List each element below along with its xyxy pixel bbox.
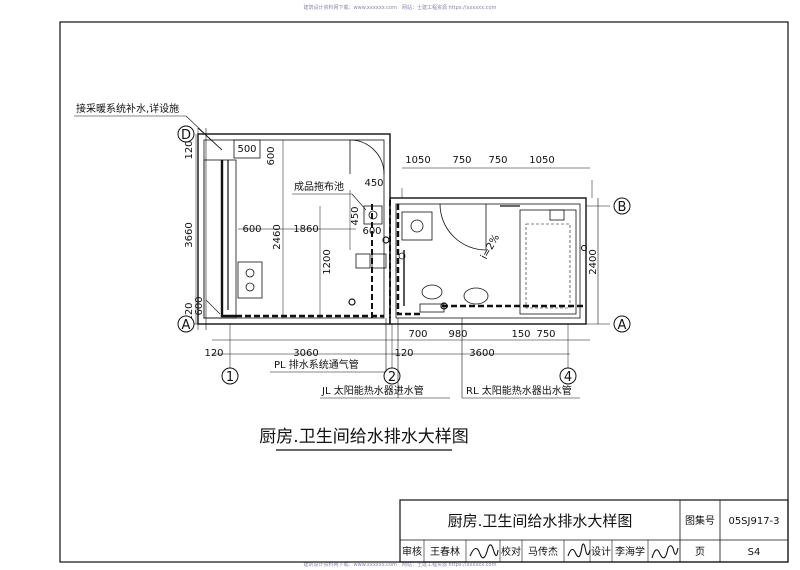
sheet-border bbox=[59, 21, 789, 563]
title-block-title: 厨房.卫生间给水排水大样图 bbox=[448, 512, 633, 530]
dim-top-600: 600 bbox=[266, 146, 277, 165]
kitchen-pipes bbox=[197, 127, 391, 318]
atlas-label: 图集号 bbox=[685, 514, 715, 527]
dim-d-2460: 2460 bbox=[272, 224, 283, 249]
dim-top-1050b: 1050 bbox=[529, 155, 554, 166]
label-slope: i=2% bbox=[479, 233, 502, 262]
dim-bot-3600: 3600 bbox=[469, 348, 494, 359]
review-signature bbox=[469, 544, 499, 559]
design-signature bbox=[651, 545, 679, 559]
grid-axis-a-right: A bbox=[618, 318, 627, 333]
page-label: 页 bbox=[695, 546, 705, 558]
review-name: 王春林 bbox=[430, 545, 460, 558]
label-rl-pipe: RL 太阳能热水器出水管 bbox=[466, 384, 572, 397]
dim-d-450a: 450 bbox=[350, 206, 361, 225]
signatures bbox=[469, 543, 679, 559]
leader-lines bbox=[74, 115, 580, 399]
dim-d-1860: 1860 bbox=[293, 224, 318, 235]
atlas-number: 05SJ917-3 bbox=[728, 516, 779, 527]
label-makeup-water: 接采暖系统补水,详设施 bbox=[76, 102, 179, 115]
dim-bot-150: 150 bbox=[511, 329, 530, 340]
check-signature bbox=[567, 543, 591, 558]
grid-axis-1: 1 bbox=[226, 370, 234, 385]
grid-axis-d: D bbox=[181, 128, 191, 143]
watermark-bottom: 建筑设计资料网下载：www.xxxxxx.com 网站：土建工程资源 https… bbox=[304, 561, 497, 568]
label-mop-pool: 成品拖布池 bbox=[294, 180, 344, 193]
dim-top-750a: 750 bbox=[452, 155, 471, 166]
dim-bot-750: 750 bbox=[536, 329, 555, 340]
bathroom-pipes bbox=[396, 204, 587, 316]
dim-top-750b: 750 bbox=[488, 155, 507, 166]
dim-bot-120a: 120 bbox=[204, 348, 223, 359]
check-name: 马传杰 bbox=[528, 546, 558, 558]
dim-d-600b: 600 bbox=[362, 226, 381, 237]
dimension-lines bbox=[205, 128, 599, 355]
page-number: S4 bbox=[748, 547, 761, 558]
dim-d-450b: 450 bbox=[364, 178, 383, 189]
dim-left-600: 600 bbox=[194, 296, 205, 315]
grid-axis-a-left: A bbox=[182, 318, 191, 333]
label-jl-pipe: JL 太阳能热水器进水管 bbox=[321, 384, 424, 397]
drawing-title: 厨房.卫生间给水排水大样图 bbox=[259, 427, 468, 447]
title-block bbox=[399, 499, 789, 563]
dim-d-600: 600 bbox=[242, 224, 261, 235]
design-name: 李海学 bbox=[615, 545, 645, 558]
dim-left-120-top: 120 bbox=[184, 140, 195, 159]
check-label: 校对 bbox=[501, 545, 521, 558]
grid-axis-4: 4 bbox=[564, 370, 572, 385]
dim-top-1050a: 1050 bbox=[405, 155, 430, 166]
dim-left-120-bot: 120 bbox=[184, 302, 195, 321]
dim-bot-120b: 120 bbox=[394, 348, 413, 359]
dim-right-2400: 2400 bbox=[588, 249, 599, 274]
dim-bot-3060: 3060 bbox=[293, 348, 318, 359]
dim-top-500: 500 bbox=[237, 144, 256, 155]
grid-axis-2: 2 bbox=[388, 370, 396, 385]
dim-left-3660: 3660 bbox=[184, 222, 195, 247]
grid-bubbles bbox=[177, 125, 631, 385]
dim-bot-980: 980 bbox=[448, 329, 467, 340]
design-label: 设计 bbox=[591, 545, 611, 558]
dim-bot-700: 700 bbox=[408, 329, 427, 340]
label-pl-pipe: PL 排水系统通气管 bbox=[274, 358, 359, 371]
review-label: 审核 bbox=[402, 545, 422, 558]
watermark-top: 建筑设计资料网下载：www.xxxxxx.com 网站：土建工程资源 https… bbox=[304, 4, 497, 11]
dim-d-1200: 1200 bbox=[322, 249, 333, 274]
grid-axis-b: B bbox=[618, 200, 627, 215]
